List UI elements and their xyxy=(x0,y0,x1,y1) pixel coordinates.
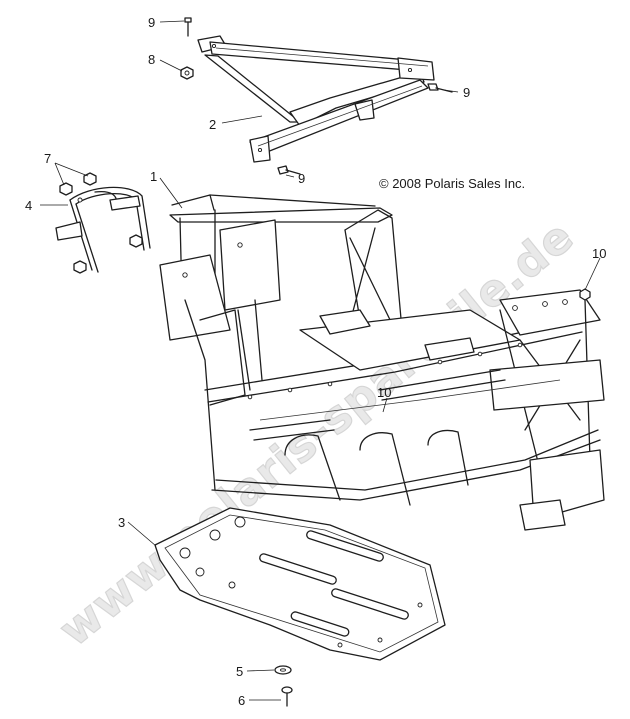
callout-10-center: 10 xyxy=(377,385,391,400)
leader-lines xyxy=(40,20,601,701)
callout-9-top: 9 xyxy=(148,15,155,30)
fastener-10-rear xyxy=(579,288,591,301)
callout-5: 5 xyxy=(236,664,243,679)
part-2-upper-brace xyxy=(197,35,435,163)
callout-7: 7 xyxy=(44,151,51,166)
callout-3: 3 xyxy=(118,515,125,530)
callout-1: 1 xyxy=(150,169,157,184)
callout-2: 2 xyxy=(209,117,216,132)
nut-8 xyxy=(180,66,194,80)
callout-4: 4 xyxy=(25,198,32,213)
bolt-9-top xyxy=(184,17,192,37)
copyright-text: © 2008 Polaris Sales Inc. xyxy=(379,176,525,191)
bolt-9-lower xyxy=(277,165,301,175)
callout-9-right: 9 xyxy=(463,85,470,100)
bolt-6 xyxy=(281,686,293,707)
callout-8: 8 xyxy=(148,52,155,67)
part-1-main-frame xyxy=(159,194,605,531)
callout-6: 6 xyxy=(238,693,245,708)
washer-5 xyxy=(274,665,292,675)
callouts: 9 8 9 2 9 7 1 4 10 10 3 5 6 xyxy=(25,15,606,708)
callout-10-rear: 10 xyxy=(592,246,606,261)
part-4-front-bracket xyxy=(55,186,151,273)
callout-9-lower: 9 xyxy=(298,171,305,186)
part-3-skid-plate xyxy=(154,507,446,661)
